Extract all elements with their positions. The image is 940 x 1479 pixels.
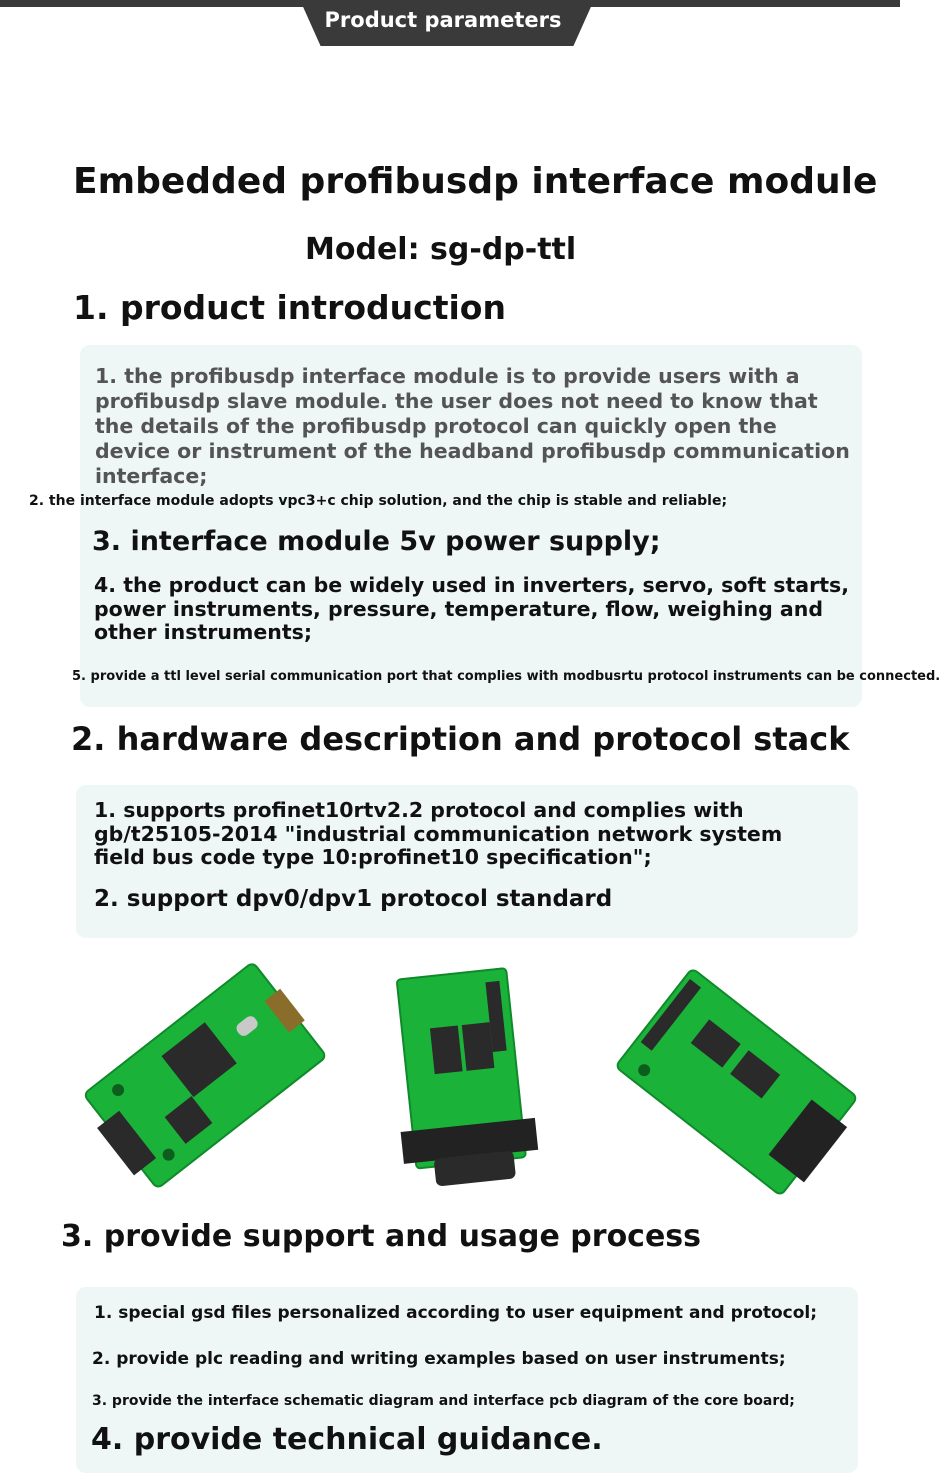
section1-heading: 1. product introduction xyxy=(73,288,506,327)
section1-item-5: 5. provide a ttl level serial communicat… xyxy=(72,669,940,684)
banner-tab xyxy=(300,0,594,46)
section3-item-4: 4. provide technical guidance. xyxy=(91,1422,603,1457)
module-photo-middle xyxy=(396,967,539,1186)
section1-item-1: 1. the profibusdp interface module is to… xyxy=(95,364,850,488)
section3-item-2: 2. provide plc reading and writing examp… xyxy=(92,1349,786,1369)
product-title: Embedded profibusdp interface module xyxy=(73,161,878,202)
section1-item-2: 2. the interface module adopts vpc3+c ch… xyxy=(29,493,728,509)
section2-heading: 2. hardware description and protocol sta… xyxy=(71,720,850,758)
section3-heading: 3. provide support and usage process xyxy=(61,1219,702,1254)
banner-label: Product parameters xyxy=(324,8,562,32)
module-photo-left xyxy=(84,963,326,1188)
section1-item-3: 3. interface module 5v power supply; xyxy=(92,526,661,557)
section1-item-4: 4. the product can be widely used in inv… xyxy=(94,573,850,644)
section2-item-1: 1. supports profinet10rtv2.2 protocol an… xyxy=(94,798,783,869)
section3-panel xyxy=(76,1287,858,1473)
model-label: Model: sg-dp-ttl xyxy=(305,232,577,267)
section2-panel xyxy=(76,785,858,938)
section1-panel xyxy=(80,345,862,707)
section2-item-2: 2. support dpv0/dpv1 protocol standard xyxy=(94,886,613,912)
section3-item-1: 1. special gsd files personalized accord… xyxy=(94,1303,818,1323)
module-photo-right xyxy=(616,969,857,1195)
section3-item-3: 3. provide the interface schematic diagr… xyxy=(92,1393,795,1409)
